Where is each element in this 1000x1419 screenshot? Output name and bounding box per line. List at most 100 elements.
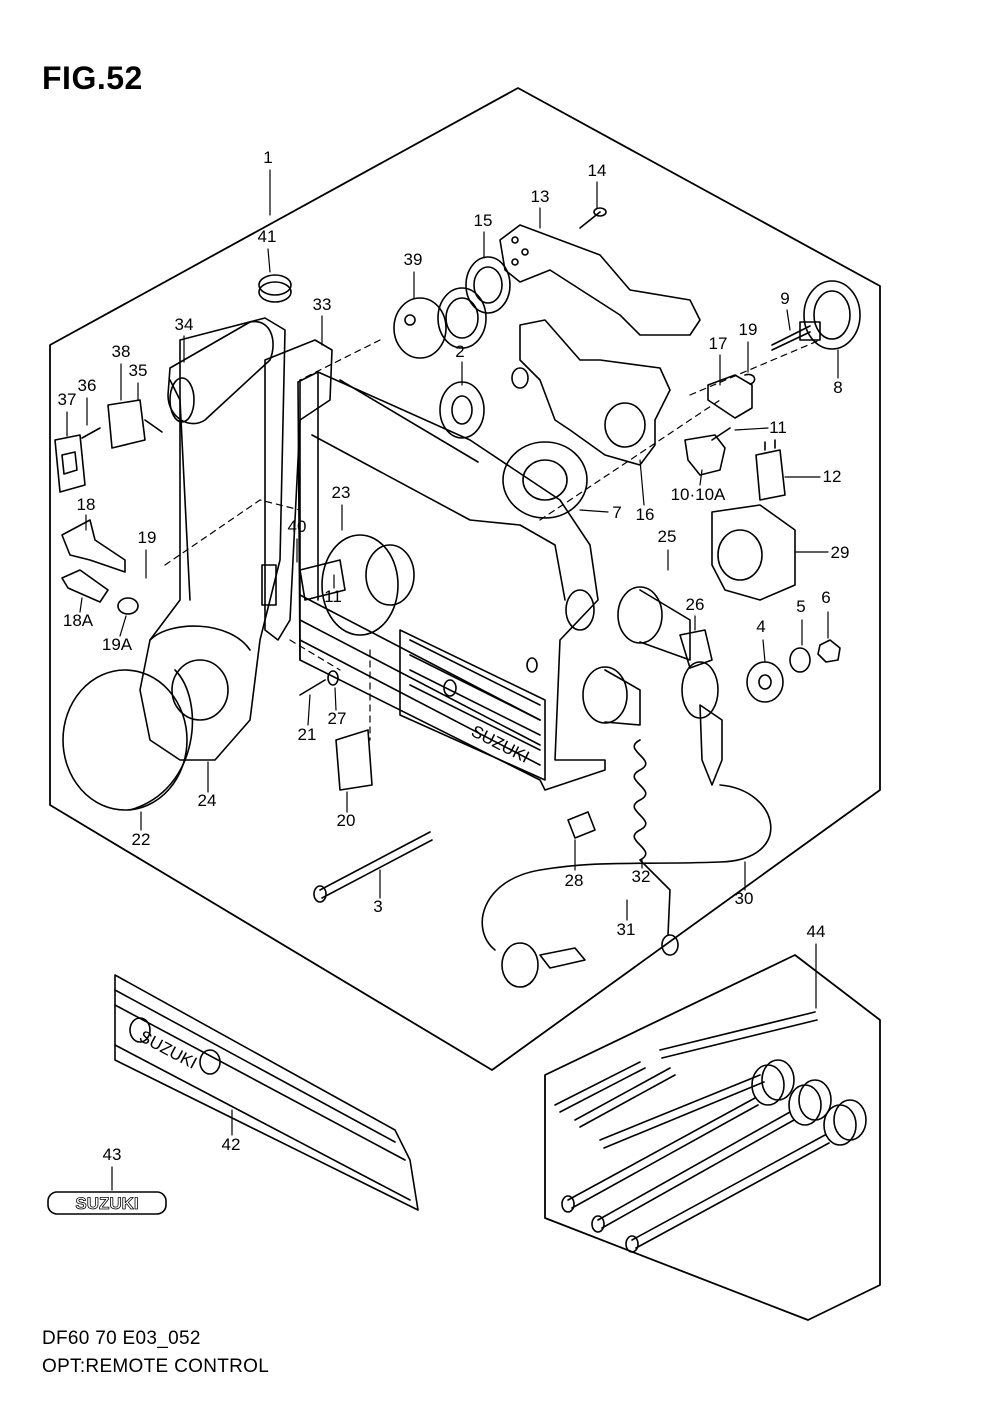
callout-leader [334, 687, 337, 711]
callout-label: 4 [756, 617, 765, 636]
washer-5 [789, 647, 811, 673]
callout-label: 23 [332, 483, 351, 502]
callout-label: 37 [58, 390, 77, 409]
callout-label: 39 [404, 250, 423, 269]
bushing-15 [465, 256, 511, 314]
plate-37 [54, 434, 86, 493]
callout-label: 36 [78, 376, 97, 395]
callout-label: 35 [129, 361, 148, 380]
assembly-dash-lines [164, 339, 821, 741]
neutral-lever-33 [261, 339, 333, 641]
callout-leader [734, 427, 769, 431]
washer-27 [327, 670, 339, 686]
callout-leader [119, 615, 127, 637]
callout-label: 14 [588, 161, 607, 180]
callout-label: 43 [103, 1145, 122, 1164]
callout-label: 38 [112, 342, 131, 361]
clip-19-right [744, 373, 756, 385]
spring-18a [61, 569, 109, 603]
callout-label: 18 [77, 495, 96, 514]
callout-leader-lines [66, 169, 839, 1191]
callout-label: 34 [175, 315, 194, 334]
friction-pad-2 [439, 381, 485, 439]
callout-label: 21 [298, 725, 317, 744]
callout-label: 42 [222, 1135, 241, 1154]
trim-switch-18 [61, 519, 126, 573]
callout-label: 30 [735, 889, 754, 908]
key-26 [679, 629, 723, 786]
callout-leader [762, 639, 766, 663]
washer-7 [502, 441, 588, 519]
cam-plate-39 [393, 297, 447, 359]
callout-label: 25 [658, 527, 677, 546]
callout-label: 11 [324, 587, 342, 606]
callout-label: 29 [831, 543, 850, 562]
callout-label: 2 [455, 342, 464, 361]
callout-label: 17 [709, 334, 728, 353]
grommet-8 [803, 280, 861, 350]
washer-19a [117, 597, 139, 615]
switch-35 [107, 399, 163, 449]
spacer-4 [746, 661, 784, 703]
shift-cam-16 [511, 319, 671, 466]
ring-41 [258, 274, 292, 303]
callout-label: 3 [373, 897, 382, 916]
callout-label: 28 [565, 871, 584, 890]
screw-21 [299, 679, 326, 696]
callout-label: 13 [531, 187, 550, 206]
callout-label: 44 [807, 922, 826, 941]
callout-label: 26 [686, 595, 705, 614]
switch-12 [755, 439, 786, 501]
callout-label: 8 [833, 378, 842, 397]
callout-label: 6 [821, 588, 830, 607]
callout-leader [579, 509, 609, 513]
screw-11-right [711, 427, 731, 441]
screw-36 [81, 427, 101, 439]
main-assembly-boundary [49, 87, 881, 1071]
emblem-brand-imprint: SUZUKI [75, 1194, 138, 1213]
callout-label: 15 [474, 211, 493, 230]
emblem-43 [47, 1191, 167, 1215]
callout-label: 7 [612, 503, 621, 522]
callout-leader [786, 309, 791, 331]
callout-leader [79, 597, 83, 613]
kit-44-boundary [544, 954, 881, 1321]
detent-gear-23 [299, 534, 415, 636]
callout-label: 19A [102, 635, 133, 654]
callout-label: 31 [617, 920, 636, 939]
callout-label: 18A [63, 611, 94, 630]
lever-handle-34 [167, 320, 274, 425]
control-housing [297, 371, 606, 791]
side-cover-42 [114, 974, 419, 1211]
callout-label: 16 [636, 505, 655, 524]
control-lever-24 [139, 317, 286, 761]
callout-label: 41 [258, 227, 277, 246]
callout-label: 5 [796, 597, 805, 616]
callout-label: 1 [263, 148, 272, 167]
lanyard-coil-32 [633, 739, 679, 956]
callout-label: 9 [780, 289, 789, 308]
callout-label: 19 [138, 528, 157, 547]
callout-leader [699, 469, 703, 486]
key-switch-25 [617, 586, 691, 661]
bracket-17 [707, 374, 753, 419]
footer-diagram-description: OPT:REMOTE CONTROL [42, 1356, 270, 1377]
bracket-20 [335, 729, 373, 791]
callout-label: 24 [198, 791, 217, 810]
callout-label: 40 [288, 517, 307, 536]
kill-switch-29 [711, 504, 796, 601]
bolt-9 [771, 321, 821, 351]
callout-label: 33 [313, 295, 332, 314]
long-screw-3 [313, 831, 433, 903]
callout-label: 20 [337, 811, 356, 830]
switch-10 [684, 434, 726, 476]
callout-label: 10·10A [671, 485, 726, 504]
throttle-arm-13 [499, 224, 701, 336]
seal-39 [437, 287, 487, 349]
screw-14 [579, 207, 607, 229]
hub-cover-22 [62, 669, 194, 811]
callout-label: 12 [823, 467, 842, 486]
callout-label: 19 [739, 320, 758, 339]
